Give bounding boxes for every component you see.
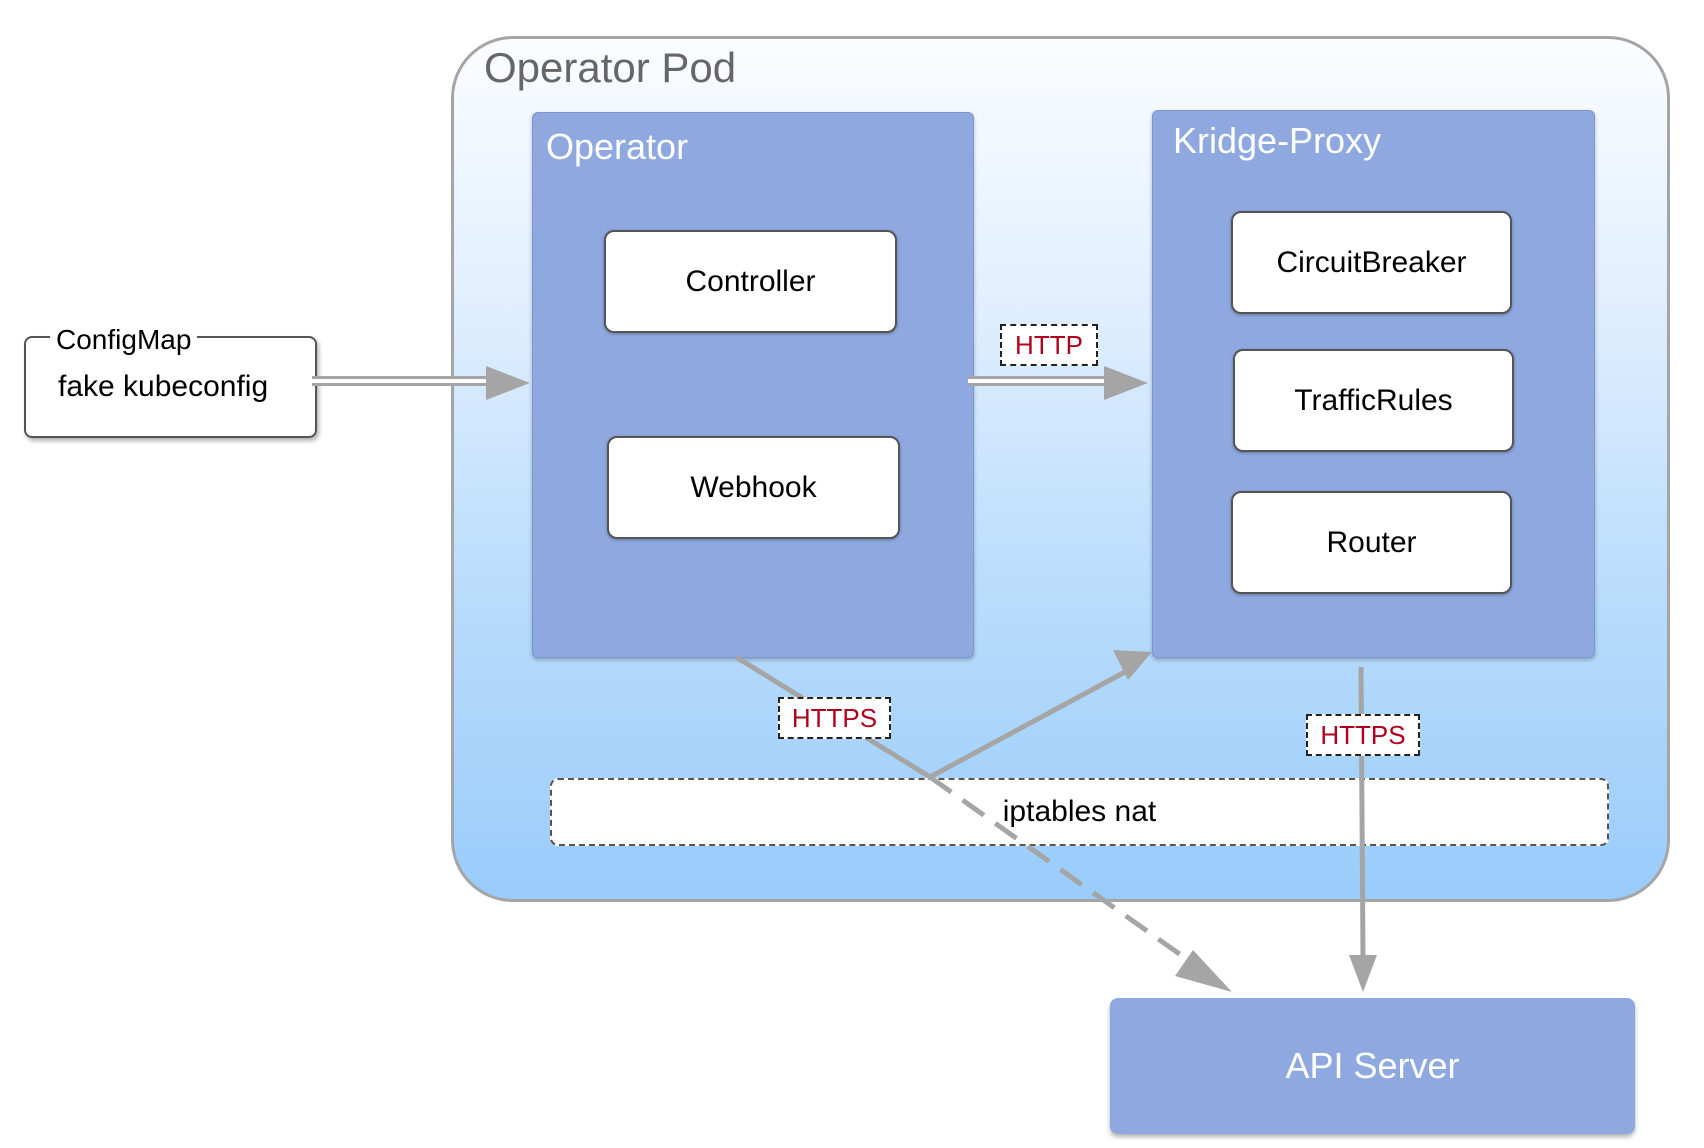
iptables-to-proxy-arrow	[928, 650, 1152, 780]
configmap-title: ConfigMap	[50, 324, 198, 356]
operator-to-proxy-arrow	[968, 366, 1148, 400]
operator-panel	[532, 112, 974, 658]
iptables-to-api-dashed-arrow	[928, 774, 1232, 992]
controller-box[interactable]: Controller	[604, 230, 897, 333]
router-box[interactable]: Router	[1231, 491, 1512, 594]
operator-title: Operator	[546, 126, 689, 167]
configmap-content: fake kubeconfig	[58, 370, 269, 403]
circuit-breaker-box[interactable]: CircuitBreaker	[1231, 211, 1512, 314]
http-label: HTTP	[1000, 324, 1098, 366]
https-label-proxy: HTTPS	[1306, 714, 1420, 756]
webhook-box[interactable]: Webhook	[607, 436, 900, 539]
traffic-rules-box[interactable]: TrafficRules	[1233, 349, 1514, 452]
iptables-nat-box[interactable]: iptables nat	[550, 778, 1609, 846]
https-label-operator: HTTPS	[778, 697, 891, 739]
operator-pod-title: Operator Pod	[484, 44, 737, 91]
kridge-proxy-title: Kridge-Proxy	[1173, 120, 1382, 161]
configmap-to-operator-arrow	[312, 366, 530, 400]
api-server-box[interactable]: API Server	[1110, 998, 1635, 1134]
